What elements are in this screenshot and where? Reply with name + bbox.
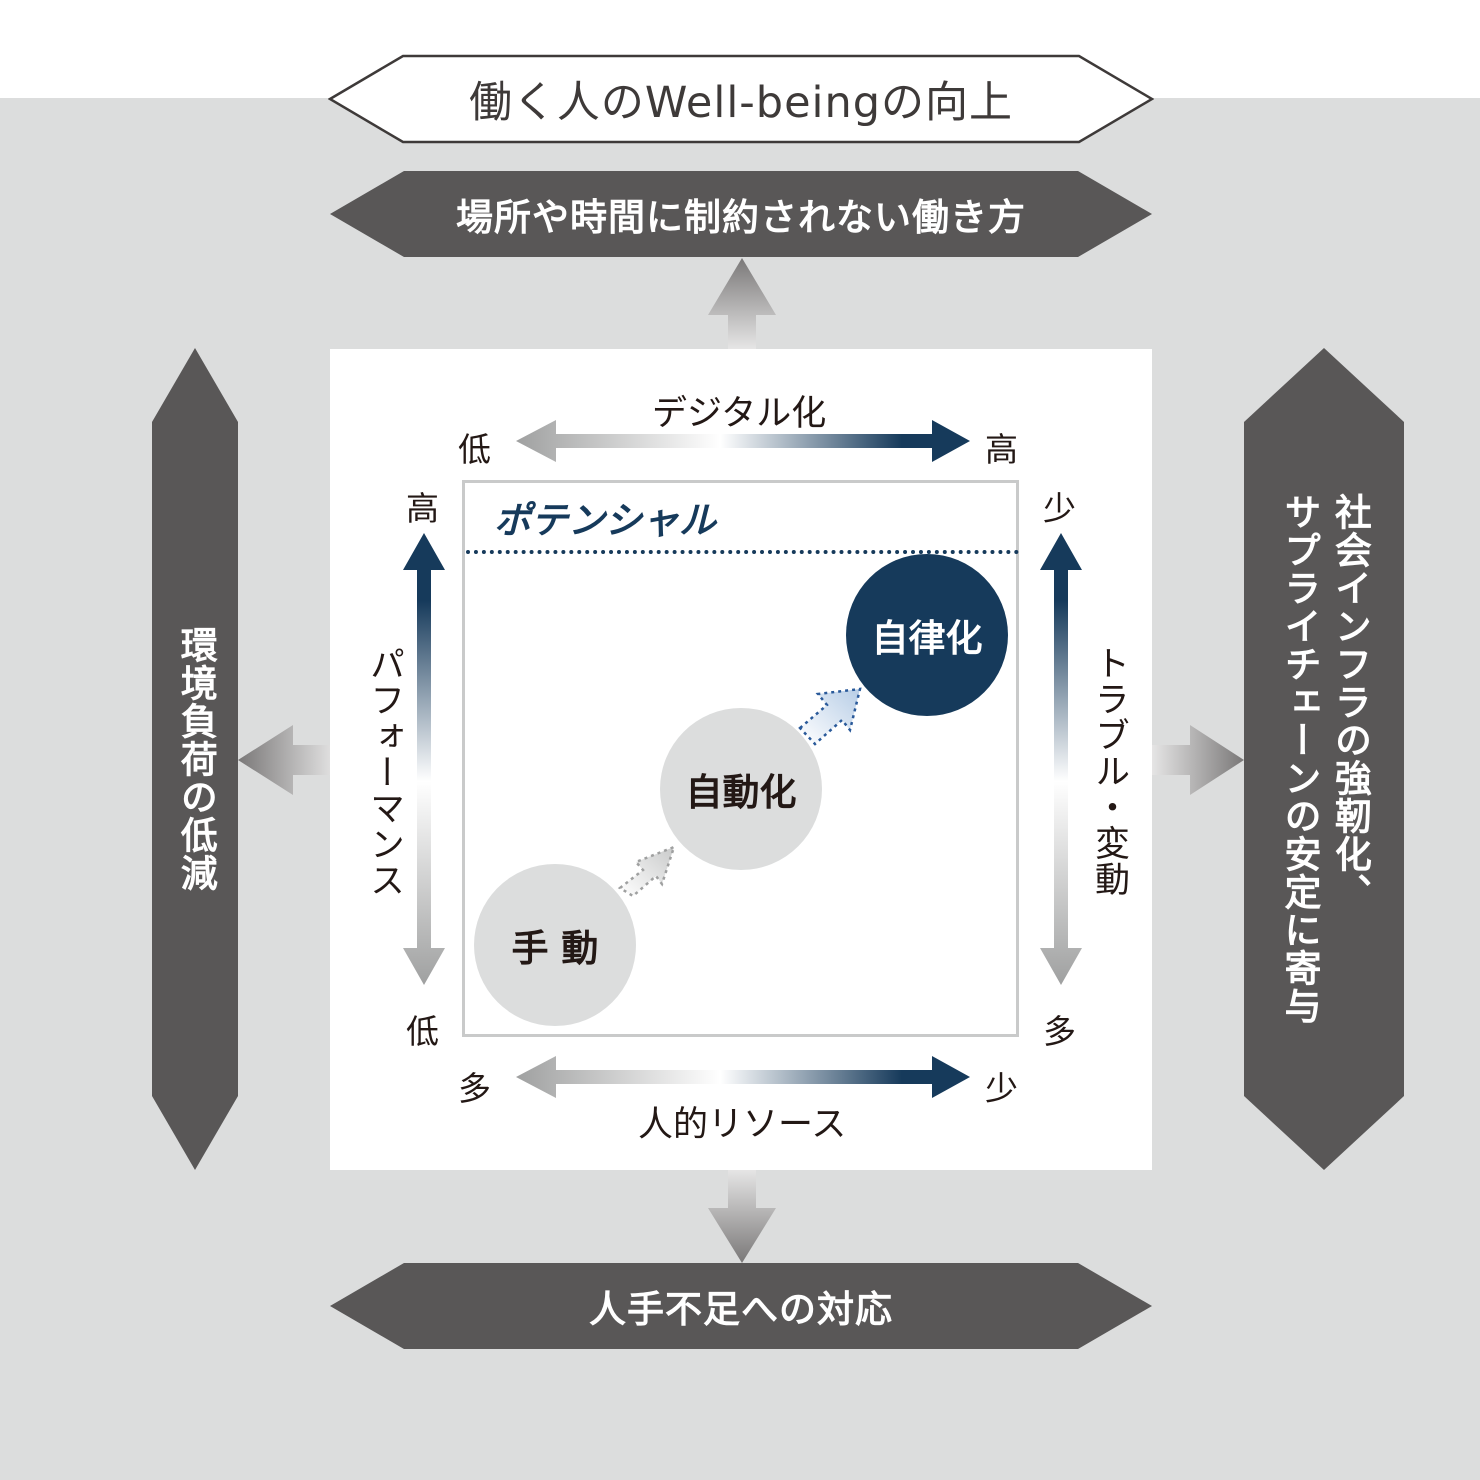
environment-bar: 環境負荷の低減 bbox=[152, 348, 238, 1170]
progress-arrow-1-icon bbox=[617, 844, 677, 898]
stage-automation-circle: 自動化 bbox=[660, 708, 822, 870]
stage-manual-label: 手 動 bbox=[511, 927, 599, 970]
quadrant-frame bbox=[462, 480, 1019, 1037]
digital-axis-arrow bbox=[516, 420, 970, 462]
flexible-work-label: 場所や時間に制約されない働き方 bbox=[456, 196, 1026, 239]
potential-dotted-line bbox=[466, 550, 1019, 554]
flexible-work-bar: 場所や時間に制約されない働き方 bbox=[330, 171, 1152, 257]
stage-manual-circle: 手 動 bbox=[474, 864, 636, 1026]
resource-few-label: 少 bbox=[985, 1069, 1018, 1108]
stage-autonomy-circle: 自律化 bbox=[846, 554, 1008, 716]
trouble-axis-arrow bbox=[1040, 533, 1082, 985]
performance-high-label: 高 bbox=[406, 489, 439, 528]
wellbeing-banner: 働く人のWell-beingの向上 bbox=[328, 54, 1154, 144]
wellbeing-banner-shape bbox=[328, 54, 1154, 144]
resource-many-label: 多 bbox=[458, 1069, 491, 1108]
stage-autonomy-label: 自律化 bbox=[871, 617, 983, 660]
digital-axis-title: デジタル化 bbox=[652, 394, 827, 434]
arrow-right-icon bbox=[1130, 725, 1244, 795]
digital-low-label: 低 bbox=[458, 430, 491, 469]
wellbeing-banner-label: 働く人のWell-beingの向上 bbox=[468, 78, 1014, 128]
labor-shortage-bar: 人手不足への対応 bbox=[330, 1263, 1152, 1349]
performance-axis-arrow bbox=[403, 533, 445, 985]
arrow-down-icon bbox=[708, 1148, 776, 1263]
progress-arrow-2-icon bbox=[798, 687, 862, 746]
trouble-many-label: 多 bbox=[1043, 1012, 1076, 1051]
trouble-axis-title: トラブル・変動 bbox=[1089, 645, 1129, 897]
infrastructure-label-line1: 社会インフラの強靭化、 bbox=[1328, 493, 1372, 911]
resource-axis-title: 人的リソース bbox=[638, 1105, 847, 1145]
performance-low-label: 低 bbox=[406, 1012, 439, 1051]
environment-label: 環境負荷の低減 bbox=[174, 626, 218, 892]
infrastructure-bar: 社会インフラの強靭化、 サプライチェーンの安定に寄与 bbox=[1244, 348, 1404, 1170]
arrow-up-icon bbox=[708, 258, 776, 370]
infrastructure-label-line2: サプライチェーンの安定に寄与 bbox=[1278, 493, 1321, 1025]
resource-axis-arrow bbox=[516, 1056, 970, 1098]
digital-high-label: 高 bbox=[985, 430, 1018, 469]
potential-label: ポテンシャル bbox=[494, 499, 716, 542]
stage-automation-label: 自動化 bbox=[685, 771, 797, 814]
arrow-left-icon bbox=[238, 725, 360, 795]
labor-shortage-label: 人手不足への対応 bbox=[589, 1288, 893, 1331]
performance-axis-title: パフォーマンス bbox=[364, 646, 404, 898]
trouble-few-label: 少 bbox=[1043, 489, 1076, 528]
